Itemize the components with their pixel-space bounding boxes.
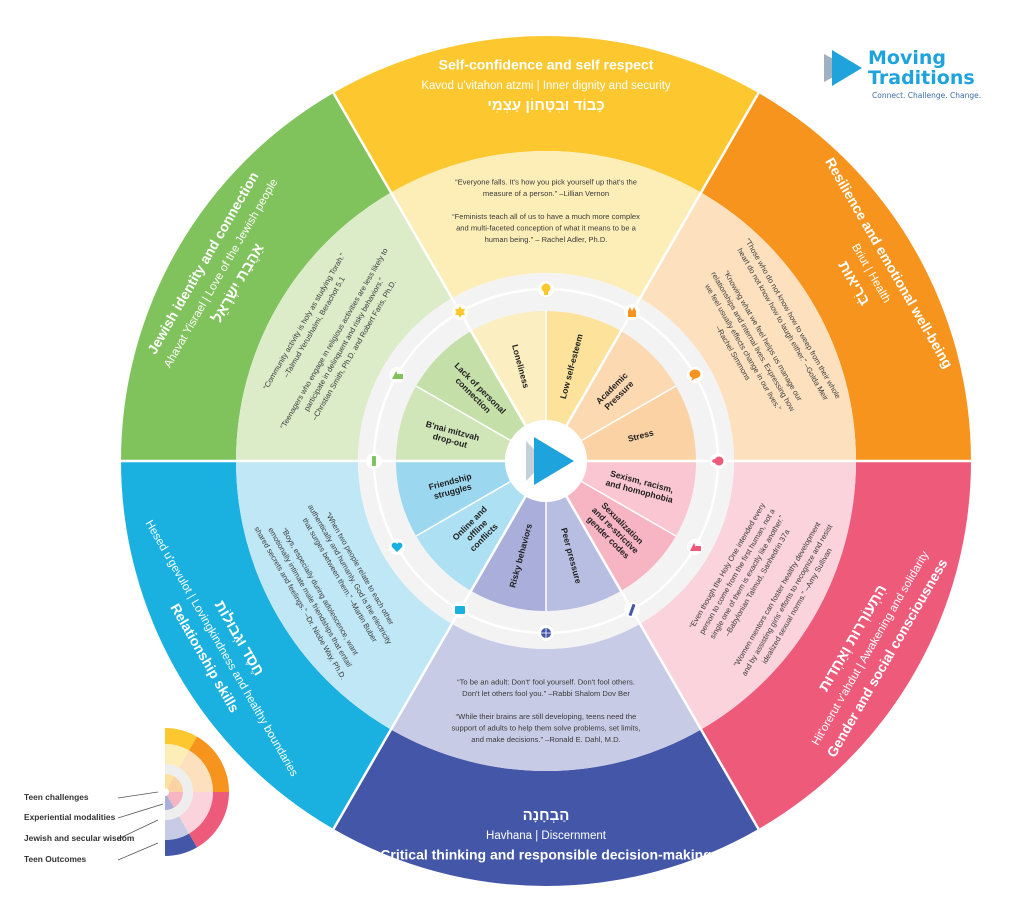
play-logo-icon xyxy=(534,437,574,485)
legend-teen-challenges: Teen challenges xyxy=(24,792,89,802)
wisdom-ring xyxy=(236,151,856,771)
wisdom-sector-resilience xyxy=(640,192,856,462)
challenge-wedge xyxy=(416,481,526,591)
brand-tagline: Connect. Challenge. Change. xyxy=(872,91,982,100)
legend-jewish-secular-wisdom: Jewish and secular wisdom xyxy=(24,833,135,843)
challenge-wedge xyxy=(546,496,621,611)
wisdom-sector-critical-thinking xyxy=(391,623,701,771)
teen-outcomes-ring xyxy=(121,36,971,886)
wisdom-quote-line: “While their brains are still developing… xyxy=(456,712,637,721)
challenge-divider xyxy=(581,385,677,442)
legend-mini-wheel xyxy=(117,728,229,861)
plus-circle-icon xyxy=(710,453,726,469)
sector-hebrew-critical-thinking: הַבְחָנָה xyxy=(523,807,570,824)
legend-modality-wedge xyxy=(165,764,179,777)
legend-pointer-line xyxy=(117,803,164,819)
brand-name-line1: Moving xyxy=(868,47,946,69)
legend-outcome-wedge xyxy=(165,728,197,751)
legend-wisdom-wedge xyxy=(165,816,189,840)
challenge-wedge xyxy=(581,386,696,461)
sector-hebrew-self-confidence: כָּבוֹד וּבִטָּחוֹן עַצְמִי xyxy=(487,97,604,114)
wisdom-quote-line: human being.” – Rachel Adler, Ph.D. xyxy=(485,235,608,244)
legend-outcome-wedge xyxy=(189,792,229,848)
wisdom-quote-line: Don't let others fool you.” –Rabbi Shalo… xyxy=(462,689,630,698)
challenge-wedge xyxy=(396,386,511,461)
outcome-sector-relationship xyxy=(121,461,391,830)
challenge-divider xyxy=(415,385,511,442)
sector-title-critical-thinking: Critical thinking and responsible decisi… xyxy=(380,847,711,863)
sector-subtitle-critical-thinking: Havhana | Discernment xyxy=(486,830,607,842)
sector-divider xyxy=(332,92,527,427)
challenge-wedge xyxy=(546,311,621,426)
challenge-divider xyxy=(415,480,511,537)
legend-pointer-line xyxy=(117,819,159,840)
hand-icon xyxy=(624,304,640,321)
legend-challenge-wedge xyxy=(167,792,183,808)
legend-wisdom-wedge xyxy=(165,744,189,768)
wisdom-quote-line: “To be an adult: Don't' fool yourself. D… xyxy=(457,677,635,686)
legend-wisdom-wedge xyxy=(179,792,213,834)
legend-outcome-wedge xyxy=(189,736,229,792)
pencil-icon xyxy=(624,601,640,618)
wisdom-sector-gender xyxy=(640,461,856,730)
legend-modality-wedge xyxy=(174,792,193,817)
sector-divider xyxy=(565,495,760,830)
legend-outcome-wedge xyxy=(165,833,197,856)
legend-wisdom-wedge xyxy=(179,750,213,792)
outcome-sector-self-confidence xyxy=(333,36,759,193)
wisdom-sector-self-confidence xyxy=(391,151,701,299)
brand-logo: Moving Traditions Connect. Challenge. Ch… xyxy=(820,44,1010,104)
wisdom-quote-line: and make decisions.” –Ronald E. Dahl, M.… xyxy=(471,735,620,744)
legend-pointer-line xyxy=(117,842,159,861)
sector-title-self-confidence: Self-confidence and self respect xyxy=(439,57,654,73)
challenge-wedge xyxy=(416,331,526,441)
head-icon xyxy=(538,281,554,297)
legend-pointer-line xyxy=(117,791,159,799)
shapes-icon xyxy=(389,367,406,383)
ball-icon xyxy=(538,625,554,641)
shapes-icon xyxy=(686,539,703,555)
heart-icon xyxy=(389,539,406,555)
challenge-wedge xyxy=(396,461,511,536)
wisdom-quote-line: and multi-faceted conception of what it … xyxy=(456,223,637,232)
candle-icon xyxy=(366,453,382,469)
book-icon xyxy=(452,601,468,618)
wisdom-quote-line: “Feminists teach all of us to have a muc… xyxy=(452,212,640,221)
sector-subtitle-self-confidence: Kavod u'vitahon atzmi | Inner dignity an… xyxy=(421,80,671,92)
legend-challenge-wedge xyxy=(165,774,174,789)
outcome-sector-critical-thinking xyxy=(333,729,759,886)
challenge-divider xyxy=(581,480,677,537)
challenge-wedge xyxy=(471,311,546,426)
moving-traditions-logo-icon xyxy=(824,50,862,86)
outcome-sector-gender xyxy=(701,461,971,830)
legend-modality-wedge xyxy=(165,807,179,820)
legend-challenge-wedge xyxy=(165,795,174,810)
brand-name-line2: Traditions xyxy=(868,67,975,89)
sector-dividers xyxy=(121,92,971,830)
challenge-wedge xyxy=(581,461,696,536)
legend-modality-wedge xyxy=(174,767,193,792)
sector-divider xyxy=(332,495,527,830)
star-of-david-icon xyxy=(452,304,468,321)
wisdom-quote-line: support of adults to help them solve pro… xyxy=(451,723,640,732)
challenge-wedge xyxy=(566,331,676,441)
outcome-sector-jewish-identity xyxy=(121,92,391,461)
legend-challenge-wedge xyxy=(167,776,183,792)
challenge-wedge xyxy=(471,496,546,611)
legend-experiential-modalities: Experiential modalities xyxy=(24,812,116,822)
challenge-wedge xyxy=(566,481,676,591)
wisdom-quote-line: measure of a person.” –Lillian Vernon xyxy=(483,189,609,198)
legend-teen-outcomes: Teen Outcomes xyxy=(24,854,87,864)
teen-challenges-ring xyxy=(396,311,696,611)
chat-bubble-icon xyxy=(686,367,703,383)
center-logo xyxy=(505,420,587,502)
modalities-icons xyxy=(366,281,726,641)
wisdom-sector-jewish-identity xyxy=(236,192,452,462)
sector-divider xyxy=(565,92,760,427)
outcome-sector-resilience xyxy=(701,92,971,461)
wisdom-quote-line: “Everyone falls. It's how you pick yours… xyxy=(455,177,637,186)
wisdom-sector-relationship xyxy=(236,461,452,730)
legend: Teen challenges Experiential modalities … xyxy=(0,725,240,875)
